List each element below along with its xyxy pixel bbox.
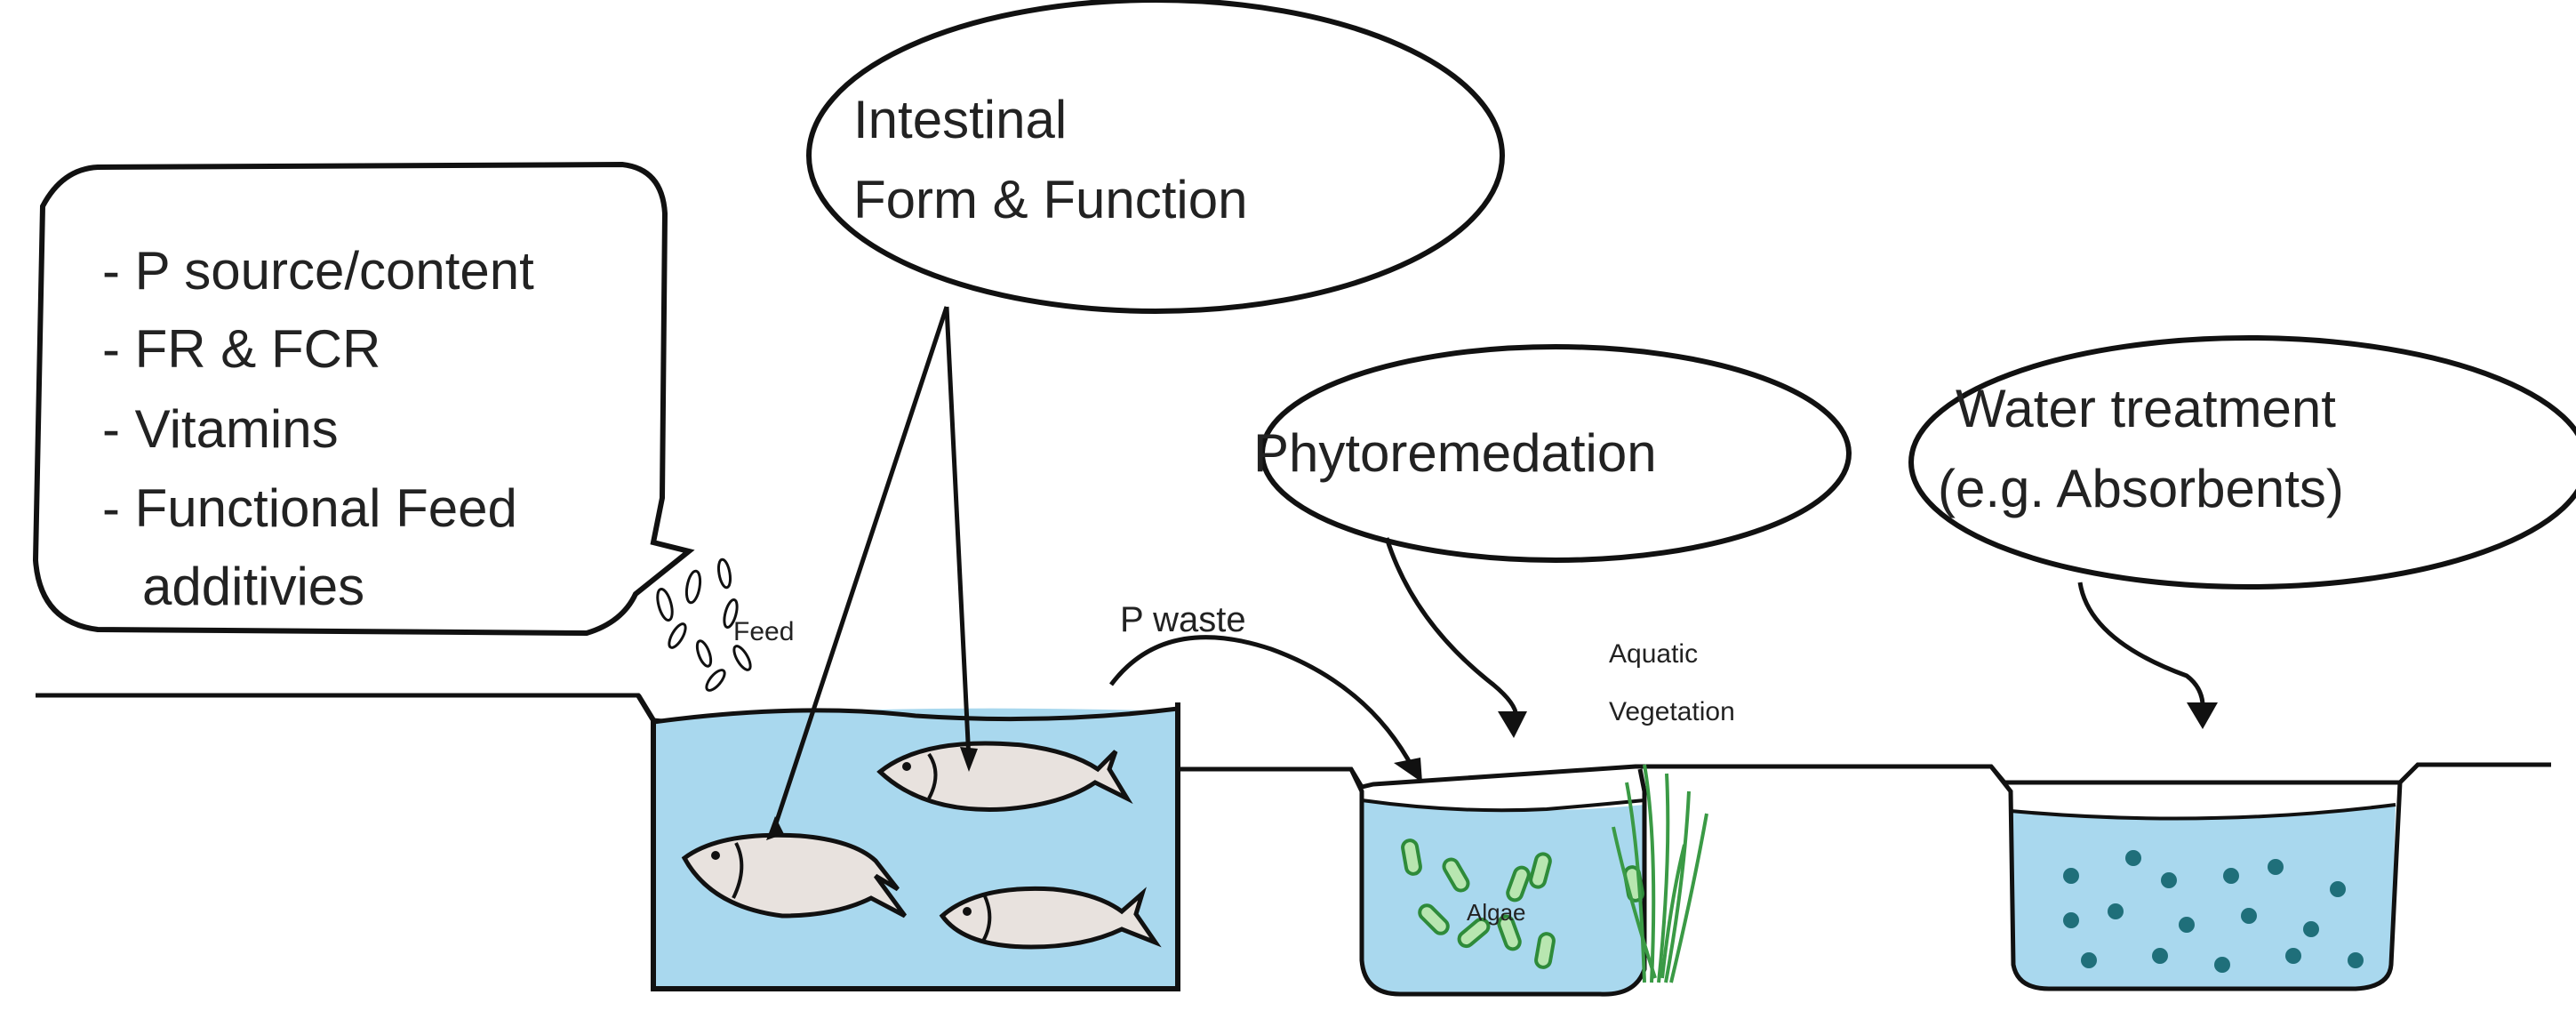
intestinal-pointer-left <box>771 306 949 832</box>
water-treatment-bubble <box>1908 335 2576 590</box>
feed-pellets <box>656 558 752 692</box>
phyto-pond <box>1348 767 1647 997</box>
feed-bubble-line-2: - FR & FCR <box>102 319 380 379</box>
fish-left <box>681 832 908 919</box>
phyto-bubble <box>1260 344 1852 563</box>
feed-bubble-line-1: - P source/content <box>102 241 534 301</box>
p-waste-arrow <box>1109 635 1416 771</box>
phyto-arrow <box>1384 537 1519 721</box>
feed-bubble-line-5: additivies <box>142 557 364 616</box>
intestinal-line-1: Intestinal <box>853 90 1067 149</box>
feed-bubble-line-3: - Vitamins <box>102 399 339 459</box>
intestinal-bubble <box>806 0 1505 314</box>
water-treatment-line-2: (e.g. Absorbents) <box>1938 459 2344 518</box>
absorbent-particles <box>2063 850 2364 973</box>
feed-bubble-line-4: - Functional Feed <box>102 478 517 538</box>
p-waste-label: P waste <box>1120 600 1246 639</box>
intestinal-pointer-right <box>944 306 972 761</box>
aquatic-vegetation <box>1612 764 1708 983</box>
feed-bubble <box>32 161 695 637</box>
treatment-pond <box>1989 765 2403 991</box>
algae-label: Algae <box>1467 899 1526 926</box>
fish-bottom <box>939 886 1162 950</box>
intestinal-line-2: Form & Function <box>853 170 1247 229</box>
aquatic-label-line-2: Vegetation <box>1609 697 1735 726</box>
aquatic-label-line-1: Aquatic <box>1609 639 1698 669</box>
ground-line <box>36 693 2551 790</box>
water-treatment-line-1: Water treatment <box>1956 379 2336 438</box>
feed-label: Feed <box>733 617 794 646</box>
water-treatment-arrow <box>2077 582 2205 712</box>
fish-top <box>876 741 1133 812</box>
phyto-label: Phytoremedation <box>1253 423 1657 483</box>
